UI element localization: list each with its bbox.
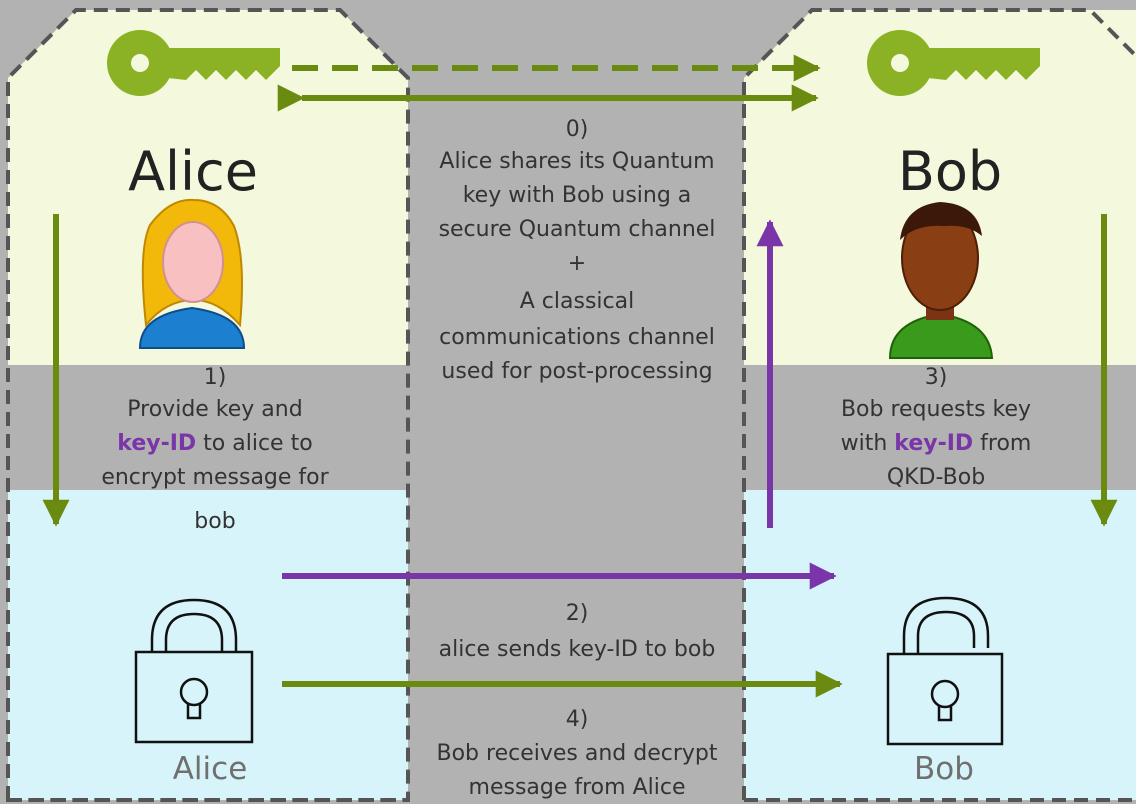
step3-line1: Bob requests key	[840, 397, 1032, 422]
step0-line5: communications channel	[439, 325, 715, 350]
bob-label: Bob	[914, 751, 974, 787]
bob-title: Bob	[897, 140, 1003, 203]
female-user-icon	[138, 198, 246, 349]
key-icon	[107, 30, 280, 96]
step3-line2: with key-ID from	[840, 431, 1032, 456]
bob-outline	[742, 8, 1136, 800]
alice-client-zone	[8, 490, 408, 800]
key-id-highlight: key-ID	[117, 431, 197, 456]
key-icon	[867, 30, 1040, 96]
step0-line4: A classical	[519, 289, 635, 314]
step1-number: 1)	[203, 365, 227, 390]
step0-line6: used for post-processing	[441, 359, 713, 384]
step0-line3: secure Quantum channel	[438, 217, 716, 242]
step0-plus: +	[567, 251, 587, 276]
step4-line1: Bob receives and decrypt	[436, 741, 718, 766]
step0-line2: key with Bob using a	[462, 183, 692, 208]
key-id-highlight: key-ID	[894, 431, 974, 456]
step4-line2: message from Alice	[468, 775, 686, 800]
step0-line1: Alice shares its Quantum	[439, 149, 715, 174]
alice-title: Alice	[128, 140, 258, 203]
padlock-open-icon	[886, 596, 1004, 746]
step4-number: 4)	[565, 707, 589, 732]
step3-number: 3)	[924, 365, 948, 390]
step1-line4: bob	[194, 509, 236, 534]
male-user-icon	[888, 202, 994, 359]
step2-number: 2)	[565, 601, 589, 626]
step0-number: 0)	[565, 117, 589, 142]
bob-client-zone	[744, 490, 1136, 800]
step1-line3: encrypt message for	[101, 465, 329, 490]
step1-line2: key-ID to alice to	[117, 431, 313, 456]
step1-line1: Provide key and	[127, 397, 303, 422]
padlock-closed-icon	[134, 598, 254, 744]
alice-label: Alice	[172, 751, 248, 787]
bob-qkd-zone	[744, 10, 1136, 365]
step2-line1: alice sends key-ID to bob	[438, 637, 716, 662]
step3-line3: QKD-Bob	[886, 465, 986, 490]
